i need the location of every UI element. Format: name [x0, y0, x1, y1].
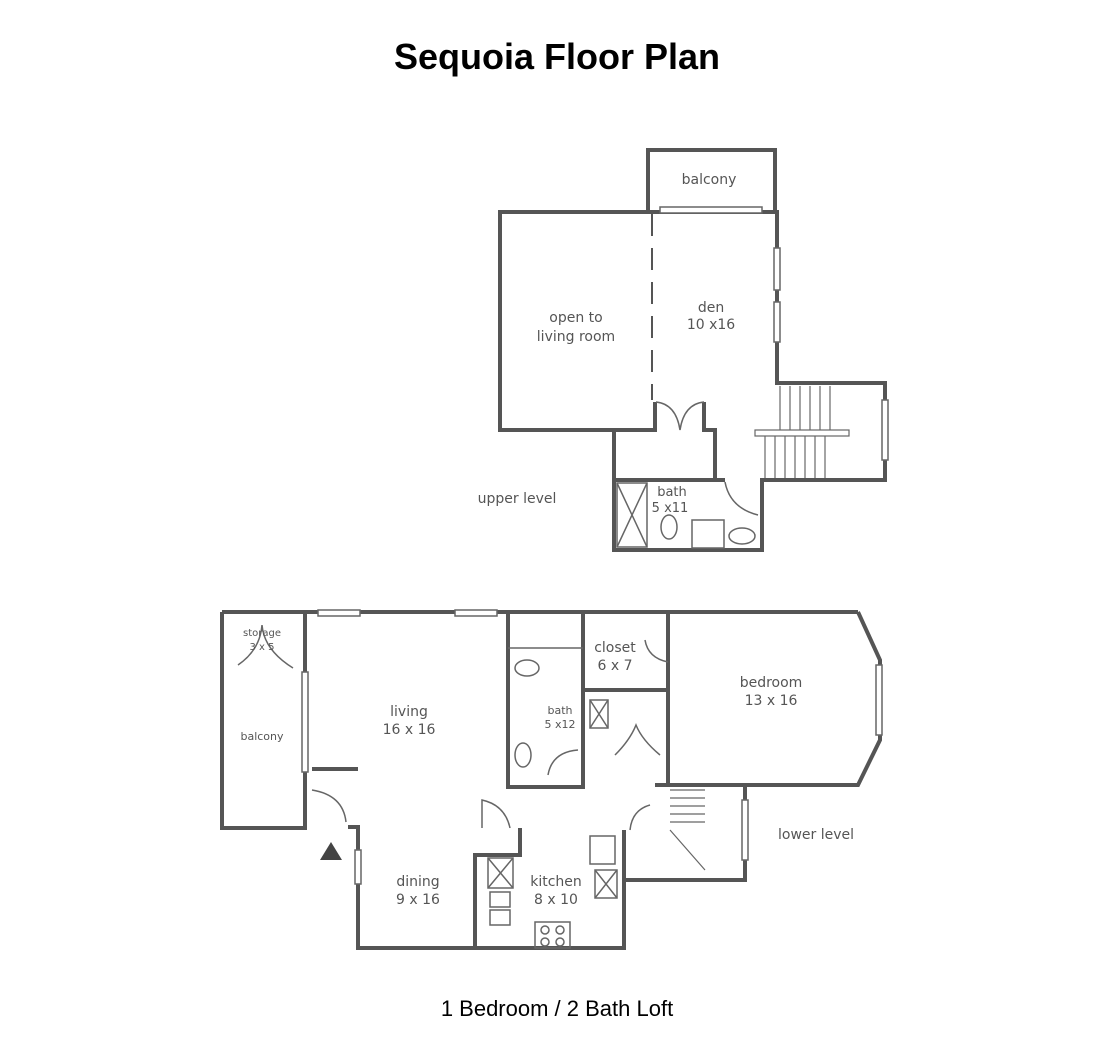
dishwasher-x: [594, 869, 618, 899]
closet-door[interactable]: [655, 401, 705, 431]
window: [773, 247, 781, 291]
kitchen-walls: [473, 828, 522, 948]
linen: [589, 699, 609, 729]
entry-door[interactable]: [311, 789, 347, 823]
hall-closet-door[interactable]: [614, 722, 661, 756]
cabinet: [589, 835, 616, 865]
room-size: 13 x 16: [745, 693, 798, 709]
lower-stairs: [669, 789, 706, 871]
room-name: balcony: [240, 730, 284, 743]
room-size: 6 x 7: [598, 658, 633, 674]
room-name: closet: [594, 640, 636, 656]
room-size: 10 x16: [687, 317, 735, 333]
dishwasher: [594, 869, 618, 899]
shower-x: [616, 482, 648, 548]
level-label: lower level: [778, 827, 854, 843]
room-size: 9 x 16: [396, 892, 440, 908]
vanity: [691, 519, 725, 549]
plan-title: Sequoia Floor Plan: [393, 36, 721, 77]
bay-window: [875, 664, 883, 736]
entry-marker-icon: [320, 842, 342, 860]
level-label: upper level: [478, 491, 557, 507]
upper-stairs: [754, 386, 850, 478]
room-name: bedroom: [740, 675, 803, 691]
window: [301, 671, 309, 773]
storage-door[interactable]: [237, 624, 294, 669]
cabinet: [489, 909, 511, 926]
room-name: balcony: [682, 172, 737, 188]
bath-walls: [506, 612, 585, 789]
room-size: 16 x 16: [383, 722, 436, 738]
wall: [702, 402, 717, 480]
room-size: 5 x11: [652, 501, 689, 516]
room-name: bath: [657, 485, 687, 500]
shower: [616, 482, 648, 548]
wall: [614, 402, 657, 432]
fridge-x: [487, 857, 514, 889]
pantry-door[interactable]: [481, 799, 511, 829]
window: [881, 399, 889, 461]
room-name: bath: [547, 704, 572, 717]
room-name: living: [390, 704, 428, 720]
lower-outer-wall: [348, 825, 626, 950]
room-size: 5 x12: [544, 718, 575, 731]
closet-door[interactable]: [644, 639, 669, 663]
sink-icon: [514, 742, 532, 768]
room-size: 8 x 10: [534, 892, 578, 908]
lower-level-plan: [220, 609, 883, 950]
room-size: 3 x 5: [250, 642, 275, 653]
toilet-icon: [660, 514, 678, 540]
room-name: kitchen: [530, 874, 582, 890]
lower-labels: storage 3 x 5 balcony living 16 x 16 din…: [240, 628, 854, 908]
linen-x: [589, 699, 609, 729]
room-size: living room: [537, 329, 615, 345]
stove-icon: [534, 921, 571, 949]
room-name: den: [698, 300, 724, 316]
window: [773, 301, 781, 343]
plan-subtitle: 1 Bedroom / 2 Bath Loft: [440, 996, 674, 1021]
upper-outer-walls: [498, 210, 887, 552]
window: [354, 849, 362, 885]
bedroom-walls: [700, 611, 882, 787]
window: [659, 206, 763, 214]
window: [317, 609, 361, 617]
window: [454, 609, 498, 617]
bath-door[interactable]: [547, 749, 579, 776]
room-name: storage: [243, 628, 281, 639]
room-name: open to: [549, 310, 602, 326]
toilet-icon: [514, 659, 540, 677]
upper-labels: balcony open to living room den 10 x16 b…: [478, 172, 737, 516]
stair-door[interactable]: [629, 804, 651, 831]
room-name: dining: [396, 874, 439, 890]
stair-walls: [622, 783, 747, 882]
fridge: [487, 857, 514, 889]
bath-door[interactable]: [724, 481, 759, 516]
upper-level-plan: [498, 148, 889, 552]
window: [741, 799, 749, 861]
cabinet: [489, 891, 511, 908]
sink-icon: [728, 527, 756, 545]
